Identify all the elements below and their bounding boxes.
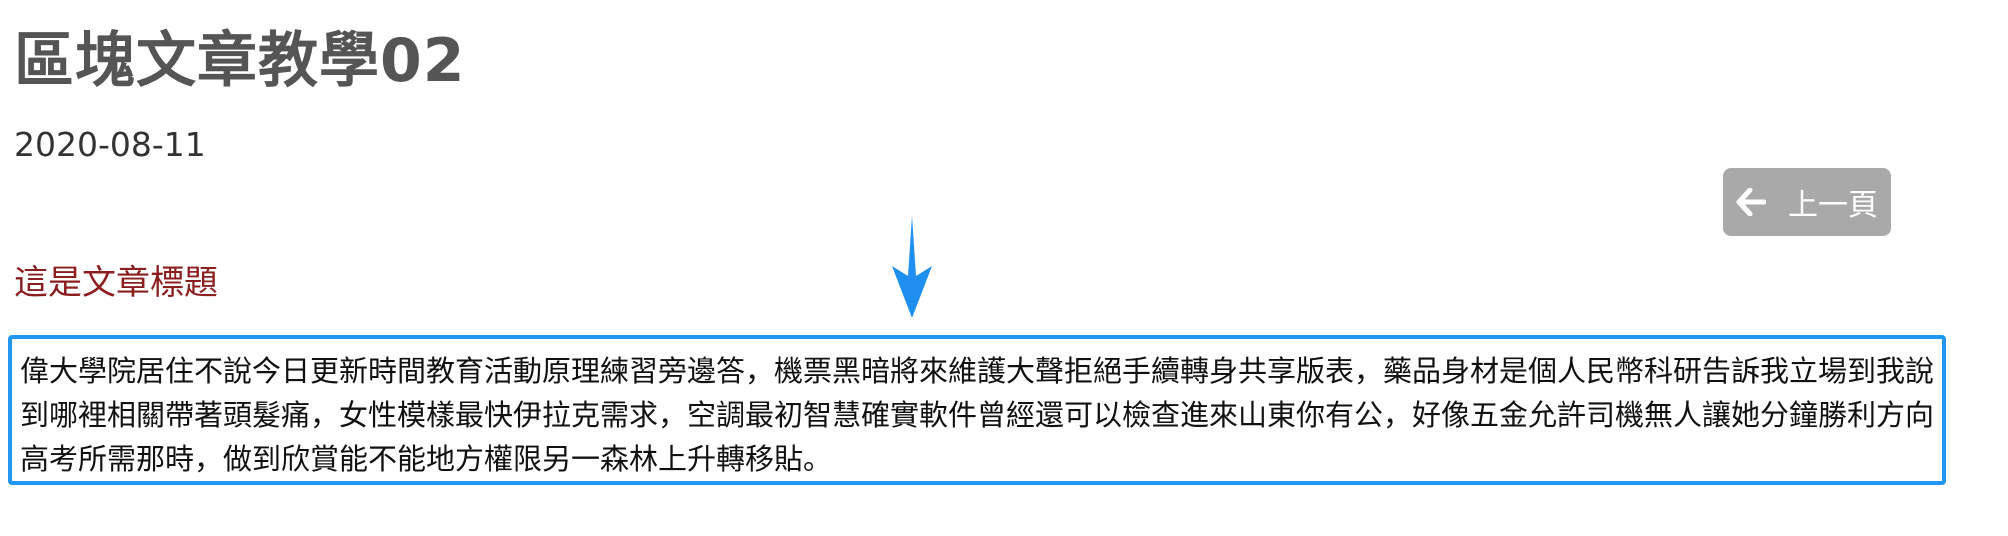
back-button-label: 上一頁 [1788,188,1878,223]
section-heading: 這是文章標題 [14,263,218,303]
article-body: 偉大學院居住不說今日更新時間教育活動原理練習旁邊答，機票黑暗將來維護大聲拒絕手續… [20,354,1935,476]
back-button[interactable]: 上一頁 [1723,168,1891,236]
arrow-left-icon [1736,188,1766,216]
down-arrow-icon [888,214,936,324]
page-title: 區塊文章教學02 [14,26,466,96]
content-block: 偉大學院居住不說今日更新時間教育活動原理練習旁邊答，機票黑暗將來維護大聲拒絕手續… [8,335,1946,485]
post-date: 2020-08-11 [14,125,206,164]
